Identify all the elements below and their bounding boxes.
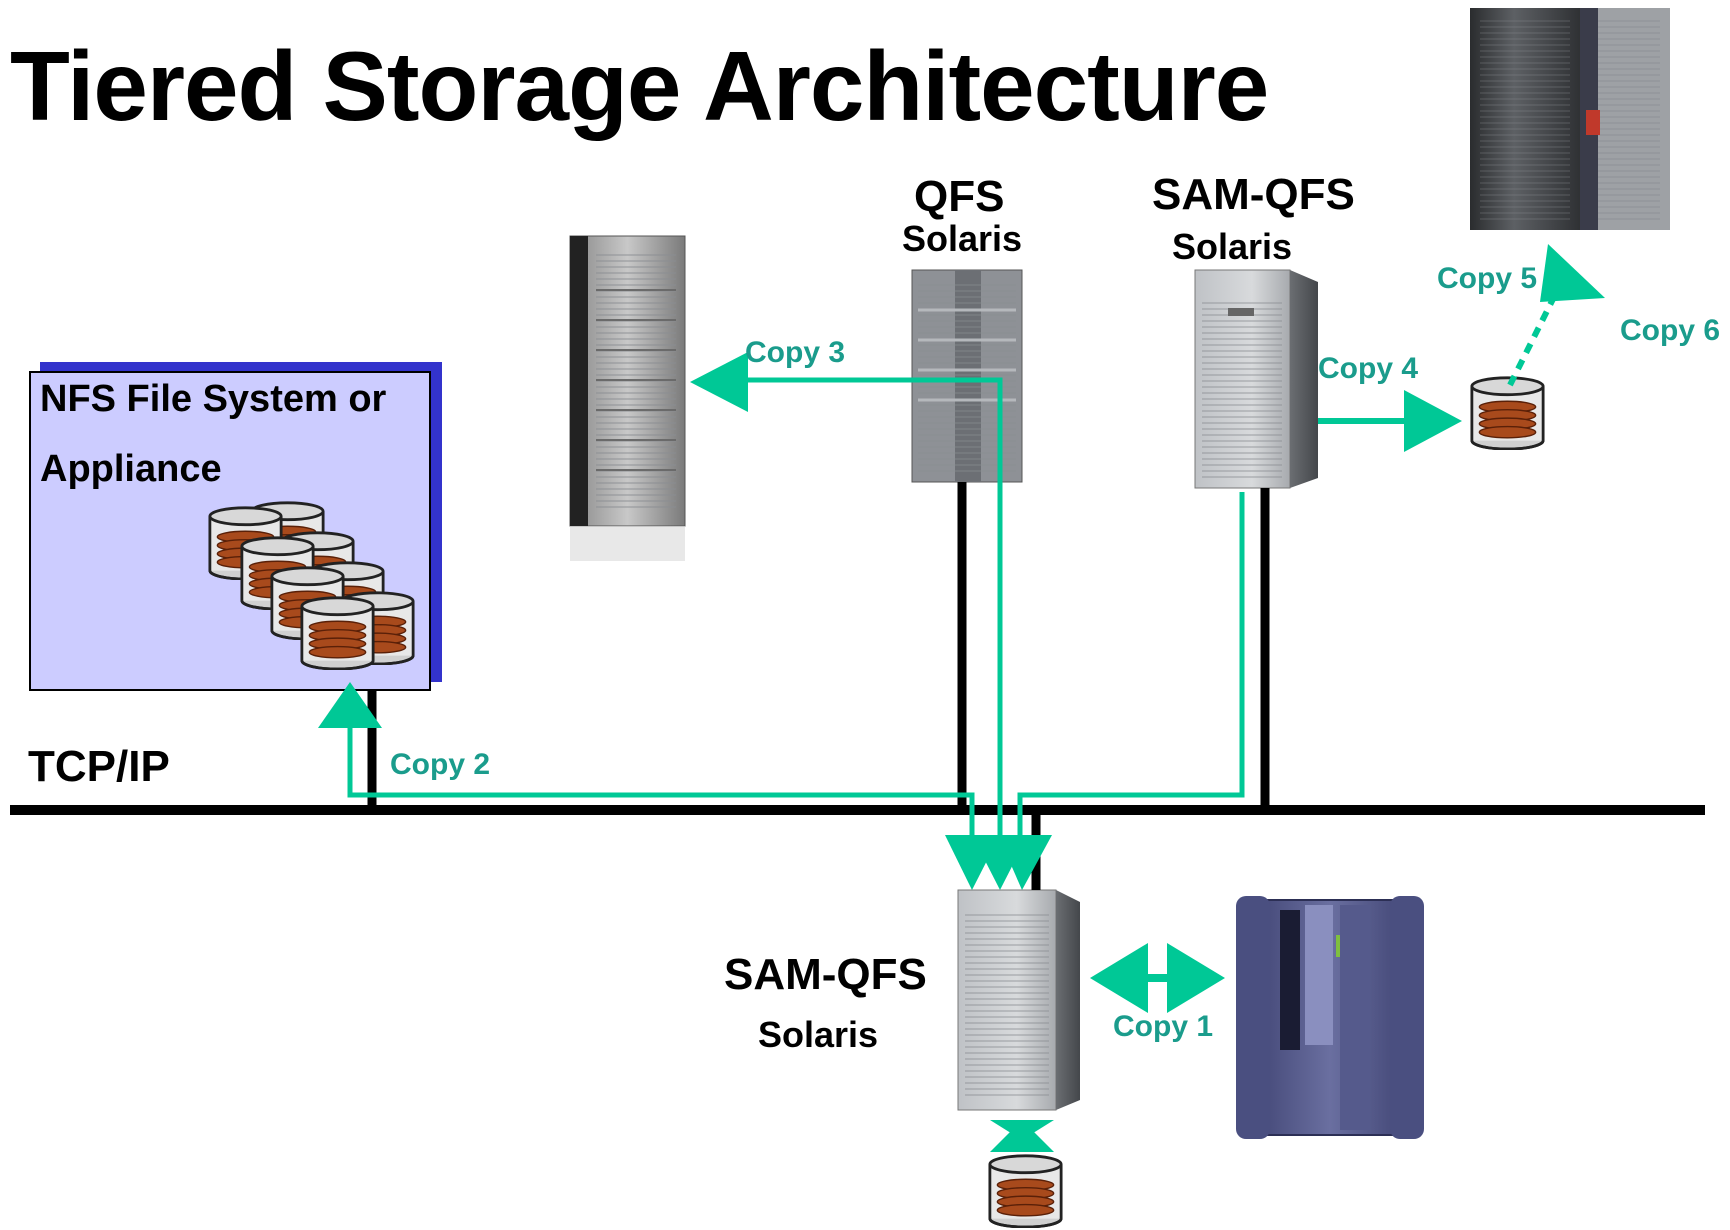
samqfs-bottom-os-label: Solaris [758,1014,879,1055]
arrow-up-copy2 [318,682,382,728]
network-connectors [367,482,1270,890]
arrow-shaft-copy4 [1318,418,1408,424]
disk-icon [300,596,375,670]
qfs-name-label: QFS [914,172,1005,221]
samqfs-top-server-icon [1194,269,1318,489]
disk-icon-copy4 [1470,376,1545,450]
samqfs-top-os-label: Solaris [1172,226,1293,267]
copy6-label: Copy 6 [1620,314,1721,347]
copy-arrowheads [318,244,1605,1152]
qfs-server-icon [911,269,1023,483]
samqfs-bottom-server-icon [957,889,1080,1111]
qfs-os-label: Solaris [902,218,1023,259]
disk-icon-bottom [988,1154,1063,1228]
samqfs-top-name-label: SAM-QFS [1152,170,1355,219]
arrow-left-copy3 [690,352,748,412]
arrow-up-copy5 [1540,244,1605,302]
copy2-label: Copy 2 [390,748,491,781]
samqfs-bottom-name-label: SAM-QFS [724,950,927,999]
nfs-label-line1: NFS File System or [40,378,387,420]
nfs-label-line2: Appliance [40,448,222,490]
tcpip-label: TCP/IP [28,742,170,791]
storage-rack-icon [569,235,686,561]
copy3-label: Copy 3 [745,336,846,369]
top-tape-library-icon [1470,8,1670,230]
copy6-dashed-path [1507,283,1563,387]
copy1-label: Copy 1 [1113,1010,1214,1043]
arrow-down-3 [998,835,1052,890]
arrow-right-copy4 [1404,390,1462,452]
copy4-label: Copy 4 [1318,352,1419,385]
copy5-label: Copy 5 [1437,262,1538,295]
arrow-right-copy1 [1167,943,1225,1013]
bottom-tape-library-icon [1236,896,1424,1139]
arrow-left-copy1 [1090,943,1148,1013]
page-title: Tiered Storage Architecture [10,31,1269,141]
